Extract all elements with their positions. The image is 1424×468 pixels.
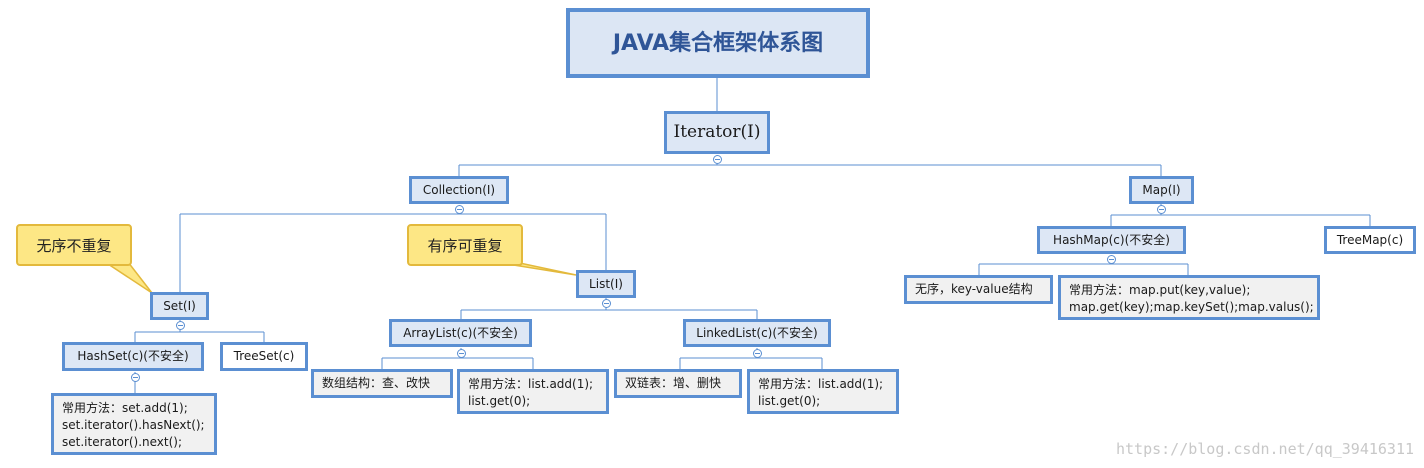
collapse-icon[interactable] (753, 349, 762, 358)
arraylist-methods-note: 常用方法：list.add(1); list.get(0); (457, 369, 609, 414)
diagram-title: JAVA集合框架体系图 (566, 8, 870, 78)
hashmap-node: HashMap(c)(不安全) (1037, 226, 1186, 254)
collapse-icon[interactable] (455, 205, 464, 214)
collapse-icon[interactable] (131, 373, 140, 382)
hashset-methods-note: 常用方法：set.add(1); set.iterator().hasNext(… (51, 393, 217, 455)
collapse-icon[interactable] (1157, 205, 1166, 214)
watermark: https://blog.csdn.net/qq_39416311 (1115, 440, 1414, 458)
linkedlist-structure-note: 双链表：增、删快 (614, 369, 742, 398)
set-node: Set(I) (150, 292, 209, 320)
list-node: List(I) (576, 270, 636, 298)
list-callout: 有序可重复 (407, 224, 523, 266)
map-node: Map(I) (1129, 176, 1194, 204)
linkedlist-node: LinkedList(c)(不安全) (683, 319, 831, 347)
collapse-icon[interactable] (457, 349, 466, 358)
collection-node: Collection(I) (409, 176, 509, 204)
treemap-node: TreeMap(c) (1324, 226, 1416, 254)
collapse-icon[interactable] (176, 321, 185, 330)
collapse-icon[interactable] (713, 155, 722, 164)
collapse-icon[interactable] (1107, 255, 1116, 264)
linkedlist-methods-note: 常用方法：list.add(1); list.get(0); (747, 369, 899, 414)
iterator-node: Iterator(I) (664, 111, 770, 154)
arraylist-structure-note: 数组结构：查、改快 (311, 369, 453, 398)
hashset-node: HashSet(c)(不安全) (62, 342, 204, 371)
arraylist-node: ArrayList(c)(不安全) (389, 319, 532, 347)
hashmap-structure-note: 无序，key-value结构 (904, 275, 1053, 304)
treeset-node: TreeSet(c) (220, 342, 308, 371)
collapse-icon[interactable] (602, 299, 611, 308)
hashmap-methods-note: 常用方法：map.put(key,value); map.get(key);ma… (1058, 275, 1320, 320)
set-callout: 无序不重复 (16, 224, 132, 266)
